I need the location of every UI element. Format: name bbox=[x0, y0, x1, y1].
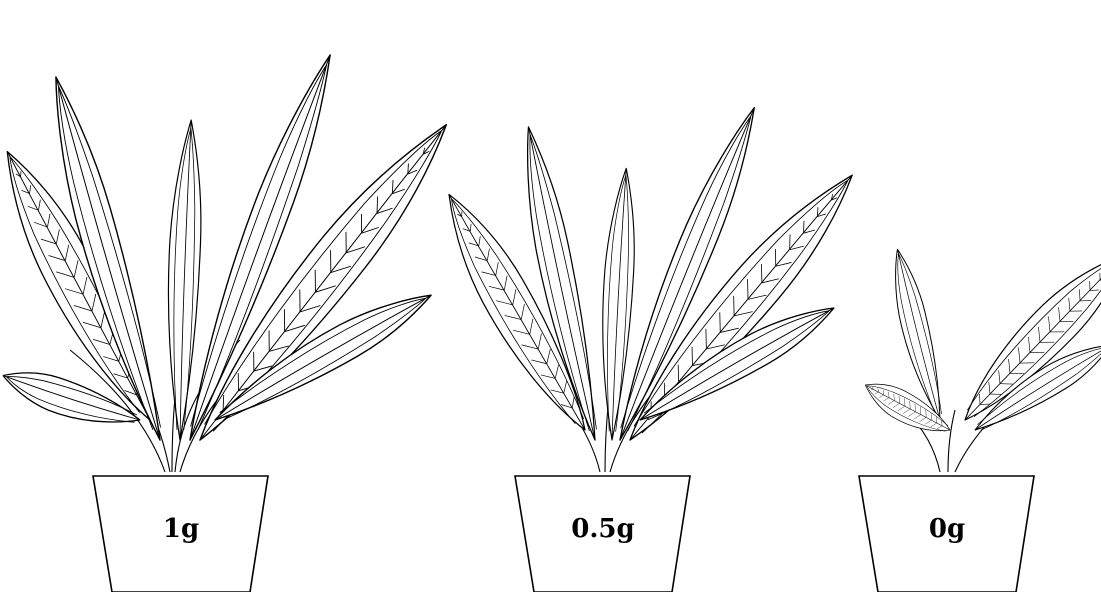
plant-0g: 0g bbox=[858, 238, 1101, 592]
plant-1g-foliage bbox=[0, 48, 465, 472]
plant-0-5g: 0.5g bbox=[427, 100, 869, 592]
pot-label-1g: 1g bbox=[163, 514, 199, 544]
plant-0-5g-foliage bbox=[427, 100, 869, 472]
plant-1g: 1g bbox=[0, 48, 465, 592]
pot-label-0g: 0g bbox=[929, 514, 965, 544]
pot-label-0-5g: 0.5g bbox=[571, 514, 634, 544]
plant-0g-foliage bbox=[858, 238, 1101, 472]
